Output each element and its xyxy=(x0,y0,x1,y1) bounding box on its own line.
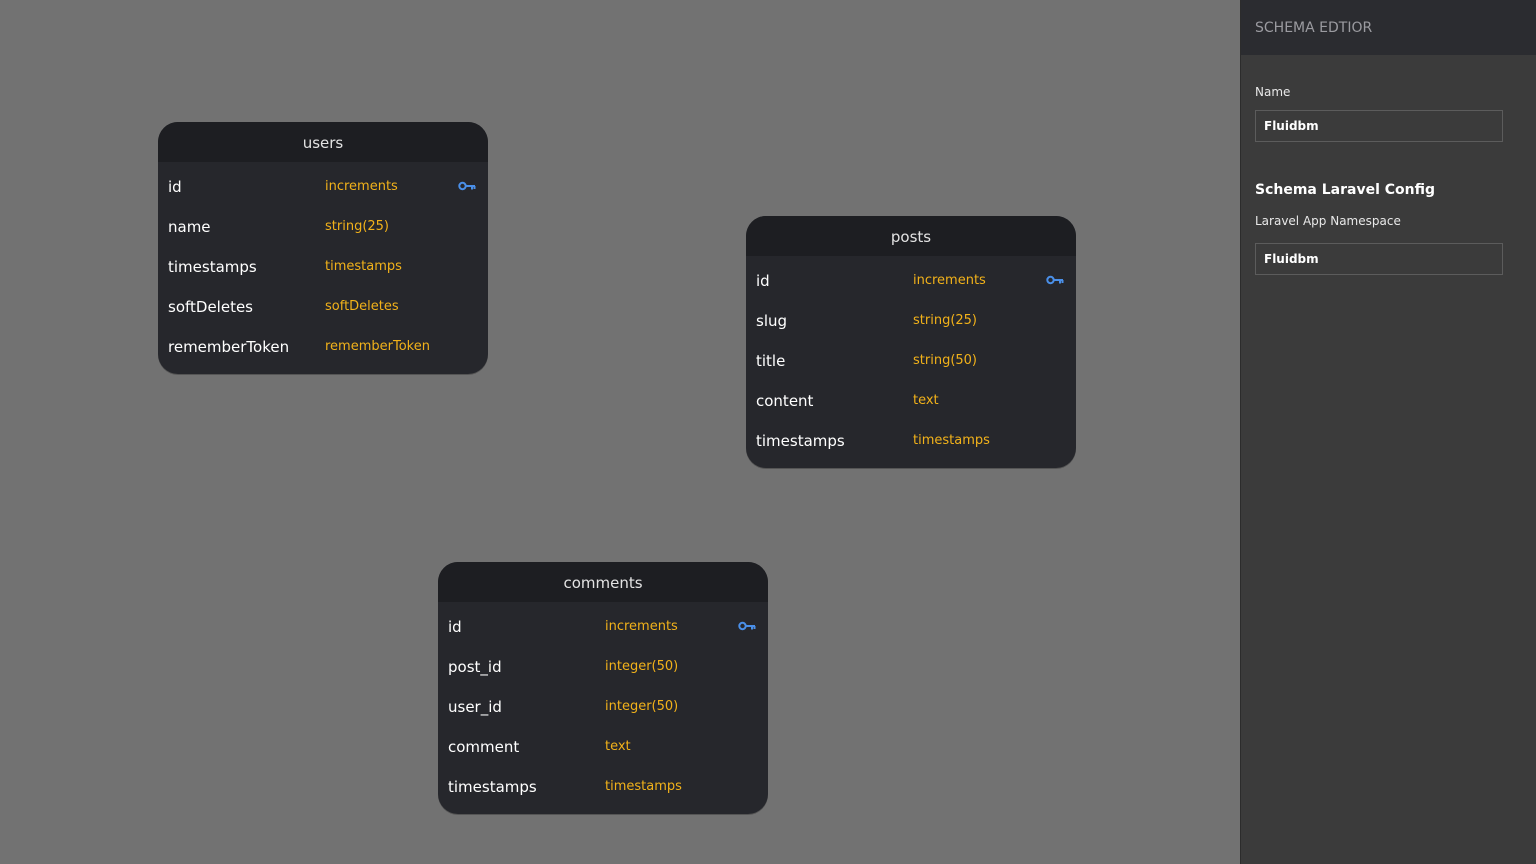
column-name: rememberToken xyxy=(168,338,290,356)
column-type: text xyxy=(913,393,939,408)
key-icon xyxy=(738,621,756,631)
column-row[interactable]: id increments xyxy=(746,260,1076,300)
column-type: timestamps xyxy=(605,779,682,794)
column-row[interactable]: id increments xyxy=(158,166,488,206)
column-type: increments xyxy=(325,179,398,194)
column-row[interactable]: name string(25) xyxy=(158,206,488,246)
sidebar-title: SCHEMA EDTIOR xyxy=(1241,0,1536,55)
column-row[interactable]: post_id integer(50) xyxy=(438,646,768,686)
column-row[interactable]: timestamps timestamps xyxy=(746,420,1076,460)
column-name: user_id xyxy=(448,698,502,716)
key-icon xyxy=(1046,275,1064,285)
column-row[interactable]: title string(50) xyxy=(746,340,1076,380)
column-name: timestamps xyxy=(448,778,537,796)
table-title[interactable]: users xyxy=(158,122,488,162)
column-name: comment xyxy=(448,738,520,756)
table-users[interactable]: users id increments name string(25) time… xyxy=(158,122,488,374)
column-name: slug xyxy=(756,312,788,330)
table-posts[interactable]: posts id increments slug string(25) titl… xyxy=(746,216,1076,468)
column-row[interactable]: id increments xyxy=(438,606,768,646)
column-type: string(25) xyxy=(325,219,390,234)
column-name: softDeletes xyxy=(168,298,253,316)
column-name: content xyxy=(756,392,814,410)
namespace-input[interactable] xyxy=(1255,243,1503,275)
column-type: timestamps xyxy=(325,259,402,274)
schema-canvas[interactable]: users id increments name string(25) time… xyxy=(0,0,1240,864)
column-type: text xyxy=(605,739,631,754)
column-name: post_id xyxy=(448,658,502,676)
column-row[interactable]: content text xyxy=(746,380,1076,420)
column-type: string(25) xyxy=(913,313,978,328)
column-name: timestamps xyxy=(756,432,845,450)
column-type: timestamps xyxy=(913,433,990,448)
column-name: title xyxy=(756,352,786,370)
namespace-label: Laravel App Namespace xyxy=(1255,214,1401,228)
key-icon xyxy=(458,181,476,191)
table-title[interactable]: posts xyxy=(746,216,1076,256)
column-name: name xyxy=(168,218,211,236)
config-section-title: Schema Laravel Config xyxy=(1255,182,1436,198)
schema-editor-sidebar: SCHEMA EDTIOR Name Schema Laravel Config… xyxy=(1240,0,1536,864)
column-row[interactable]: timestamps timestamps xyxy=(158,246,488,286)
table-comments[interactable]: comments id increments post_id integer(5… xyxy=(438,562,768,814)
column-row[interactable]: slug string(25) xyxy=(746,300,1076,340)
table-title[interactable]: comments xyxy=(438,562,768,602)
column-type: string(50) xyxy=(913,353,978,368)
column-name: id xyxy=(168,178,182,196)
column-name: id xyxy=(448,618,462,636)
column-row[interactable]: timestamps timestamps xyxy=(438,766,768,806)
column-type: integer(50) xyxy=(605,699,679,714)
name-input[interactable] xyxy=(1255,110,1503,142)
column-row[interactable]: comment text xyxy=(438,726,768,766)
column-row[interactable]: rememberToken rememberToken xyxy=(158,326,488,366)
column-type: increments xyxy=(913,273,986,288)
column-type: softDeletes xyxy=(325,299,399,314)
name-label: Name xyxy=(1255,85,1291,99)
column-row[interactable]: softDeletes softDeletes xyxy=(158,286,488,326)
column-type: integer(50) xyxy=(605,659,679,674)
column-type: increments xyxy=(605,619,678,634)
column-name: id xyxy=(756,272,770,290)
column-name: timestamps xyxy=(168,258,257,276)
column-type: rememberToken xyxy=(325,339,430,354)
column-row[interactable]: user_id integer(50) xyxy=(438,686,768,726)
